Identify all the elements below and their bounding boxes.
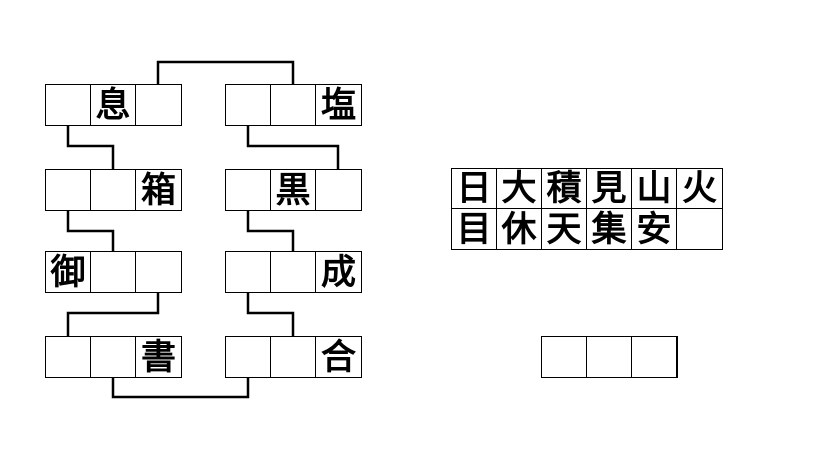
answer-cell[interactable] xyxy=(91,170,136,210)
word-box-l4: 書 xyxy=(45,336,182,378)
answer-cell[interactable] xyxy=(226,252,271,292)
answer-cell[interactable] xyxy=(271,252,316,292)
word-box-r2: 黒 xyxy=(225,169,362,211)
answer-cell[interactable] xyxy=(46,85,91,125)
answer-cell[interactable] xyxy=(226,85,271,125)
character-bank: 日 大 積 見 山 火 目 休 天 集 安 xyxy=(451,168,723,250)
answer-cell[interactable] xyxy=(587,337,632,377)
word-box-r1: 塩 xyxy=(225,84,362,126)
bank-tile[interactable]: 天 xyxy=(542,209,587,249)
bank-tile[interactable]: 目 xyxy=(452,209,497,249)
word-box-l1: 息 xyxy=(45,84,182,126)
bank-tile[interactable]: 火 xyxy=(677,169,722,209)
given-kanji-cell: 合 xyxy=(316,337,361,377)
answer-cell[interactable] xyxy=(136,85,181,125)
answer-cell[interactable] xyxy=(316,170,361,210)
answer-cell[interactable] xyxy=(226,337,271,377)
given-kanji-cell: 書 xyxy=(136,337,181,377)
given-kanji-cell: 塩 xyxy=(316,85,361,125)
connector-r1-r2 xyxy=(246,126,340,170)
word-box-r3: 成 xyxy=(225,251,362,293)
given-kanji-cell: 成 xyxy=(316,252,361,292)
answer-cell[interactable] xyxy=(136,252,181,292)
answer-cell[interactable] xyxy=(46,170,91,210)
bank-tile[interactable]: 安 xyxy=(632,209,677,249)
bank-tile[interactable]: 見 xyxy=(587,169,632,209)
given-kanji-cell: 御 xyxy=(46,252,91,292)
answer-cell[interactable] xyxy=(226,170,271,210)
answer-cell[interactable] xyxy=(91,252,136,292)
word-box-l2: 箱 xyxy=(45,169,182,211)
answer-cell[interactable] xyxy=(91,337,136,377)
bank-tile[interactable]: 大 xyxy=(497,169,542,209)
bank-tile[interactable]: 山 xyxy=(632,169,677,209)
connector-l4-r4 xyxy=(111,378,250,399)
word-box-l3: 御 xyxy=(45,251,182,293)
bank-tile[interactable]: 日 xyxy=(452,169,497,209)
connector-l1-r1 xyxy=(156,60,295,85)
bank-tile[interactable]: 休 xyxy=(497,209,542,249)
bank-tile[interactable]: 集 xyxy=(587,209,632,249)
connector-l1-l2 xyxy=(66,126,115,170)
answer-cell[interactable] xyxy=(271,85,316,125)
given-kanji-cell: 息 xyxy=(91,85,136,125)
connector-r2-r3 xyxy=(246,211,295,252)
connector-r3-r4 xyxy=(246,293,295,337)
answer-cell[interactable] xyxy=(46,337,91,377)
answer-cell[interactable] xyxy=(271,337,316,377)
word-box-r4: 合 xyxy=(225,336,362,378)
bank-tile[interactable]: 積 xyxy=(542,169,587,209)
answer-cell[interactable] xyxy=(632,337,677,377)
connector-l3-l4 xyxy=(66,293,160,337)
connector-l2-l3 xyxy=(66,211,115,252)
given-kanji-cell: 箱 xyxy=(136,170,181,210)
given-kanji-cell: 黒 xyxy=(271,170,316,210)
answer-cell[interactable] xyxy=(542,337,587,377)
bank-empty-cell xyxy=(677,209,722,249)
answer-word-box xyxy=(541,336,678,378)
